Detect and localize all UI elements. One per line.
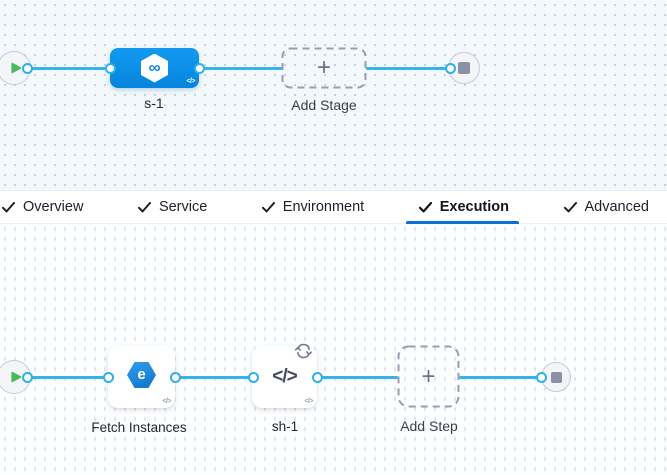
edge-step1-to-step2: [174, 375, 253, 379]
step-node-fetch-instances[interactable]: e </>: [108, 346, 175, 408]
connector-port[interactable]: [247, 371, 259, 383]
plus-icon: +: [421, 362, 436, 390]
tab-label: Advanced: [584, 199, 650, 215]
connector-port[interactable]: [104, 62, 116, 74]
edge-stage-to-addstage: [198, 66, 283, 70]
add-step-button[interactable]: +: [397, 345, 460, 408]
connector-port[interactable]: [21, 371, 33, 383]
elastigroup-glyph: e: [137, 365, 146, 383]
tab-overview[interactable]: Overview: [2, 191, 83, 223]
stage-config-tabs: Overview Service Environment Execution A…: [0, 190, 667, 224]
connector-port[interactable]: [311, 371, 323, 383]
add-stage-button[interactable]: +: [281, 47, 367, 89]
tab-label: Execution: [439, 199, 509, 215]
step-yaml-code-icon: </>: [304, 398, 313, 405]
stage-name-label: s-1: [144, 95, 164, 111]
stop-icon: [550, 371, 562, 383]
stage-node-s-1[interactable]: ∞ </>: [110, 48, 199, 88]
play-icon: [10, 371, 21, 383]
check-icon: [418, 201, 432, 212]
execution-graph-canvas[interactable]: e </> </> </> +: [0, 224, 667, 475]
check-icon: [563, 201, 577, 212]
stage-graph-canvas[interactable]: ∞ </> + s-1 Add Stage: [0, 0, 667, 190]
tab-environment[interactable]: Environment: [261, 191, 365, 223]
tab-label: Service: [158, 199, 208, 215]
dashed-border: [281, 47, 367, 89]
dashed-border: [397, 345, 460, 408]
connector-port[interactable]: [193, 62, 205, 74]
tab-label: Overview: [23, 199, 84, 215]
cd-stage-infinity-icon: ∞: [141, 53, 168, 83]
step-name-label: Fetch Instances: [91, 420, 187, 435]
shell-script-icon: </>: [272, 366, 298, 387]
stage-yaml-code-icon: </>: [186, 78, 195, 85]
edge-addstage-to-end: [366, 66, 451, 70]
tab-label: Environment: [282, 199, 365, 215]
play-icon: [10, 62, 21, 74]
loop-strategy-icon[interactable]: [294, 343, 313, 359]
edge-addstep-to-end: [459, 375, 541, 379]
connector-port[interactable]: [21, 62, 33, 74]
tab-execution[interactable]: Execution: [405, 191, 520, 224]
stop-icon: [458, 62, 470, 74]
connector-port[interactable]: [444, 62, 456, 74]
elastigroup-icon: e: [127, 362, 156, 388]
infinity-glyph: ∞: [148, 58, 161, 77]
edge-start-to-step1: [27, 375, 109, 379]
step-name-label: sh-1: [271, 419, 299, 434]
add-step-label: Add Step: [400, 418, 458, 434]
connector-port[interactable]: [535, 371, 547, 383]
plus-icon: +: [316, 54, 331, 81]
check-icon: [261, 201, 275, 212]
connector-port[interactable]: [102, 371, 114, 383]
edge-start-to-stage: [27, 66, 111, 70]
check-icon: [137, 201, 151, 212]
step-yaml-code-icon: </>: [162, 398, 171, 405]
tab-advanced[interactable]: Advanced: [563, 191, 650, 223]
add-stage-label: Add Stage: [291, 97, 357, 113]
check-icon: [2, 201, 15, 212]
tab-service[interactable]: Service: [137, 191, 208, 223]
edge-step2-to-addstep: [316, 375, 398, 379]
connector-port[interactable]: [169, 371, 181, 383]
